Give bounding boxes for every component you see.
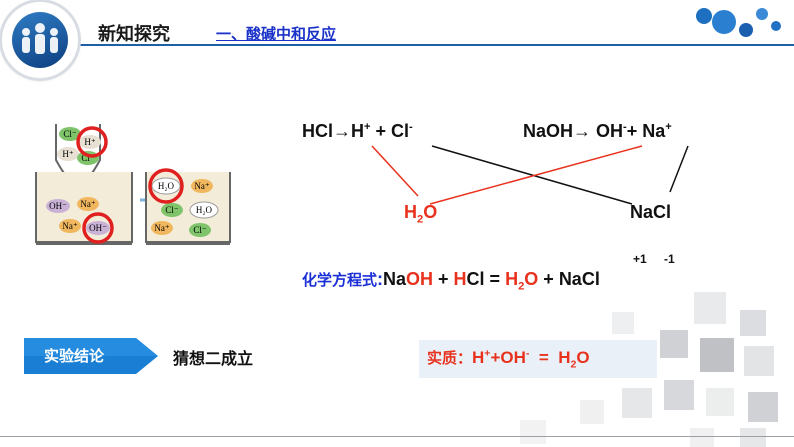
salt-product: NaCl xyxy=(630,202,672,222)
logo-badge xyxy=(2,2,78,78)
bubbles-decoration-icon xyxy=(696,8,781,37)
ion-cl: Cl⁻ xyxy=(63,129,77,139)
ion-cl: Cl⁻ xyxy=(193,225,207,235)
ion-oh: OH⁻ xyxy=(89,223,107,233)
conclusion-badge-label: 实验结论 xyxy=(44,347,105,365)
ion-cl: Cl⁻ xyxy=(165,205,179,215)
essence-statement: 实质：H++OH- = H2O xyxy=(427,347,590,371)
ion-na: Na⁺ xyxy=(62,221,77,231)
hcl-ionization: HCl→H+ + Cl- xyxy=(302,121,413,141)
molecule-water: H₂O xyxy=(158,181,175,191)
page-title: 新知探究 xyxy=(98,24,170,45)
essence-box xyxy=(419,340,657,378)
oxidation-number-na: +1 xyxy=(633,252,647,266)
header-divider xyxy=(0,44,794,46)
naoh-ionization: NaOH→ OH-+ Na+ xyxy=(523,121,672,141)
people-group-icon xyxy=(12,12,68,68)
chemical-equation: 化学方程式:NaOH + HCl = H2O + NaCl xyxy=(302,269,600,293)
molecule-water: H₂O xyxy=(196,205,213,215)
conclusion-text: 猜想二成立 xyxy=(173,349,254,368)
ion-oh: OH⁻ xyxy=(49,201,67,211)
footer-line xyxy=(0,436,794,437)
water-product: H2O xyxy=(404,202,438,226)
oxidation-number-cl: -1 xyxy=(664,252,675,266)
ion-h: H⁺ xyxy=(84,137,95,147)
section-subtitle: 一、酸碱中和反应 xyxy=(216,25,337,43)
right-arrow-icon xyxy=(24,338,158,374)
neutralization-diagram: Cl⁻ H⁺ H⁺ Cl⁻ OH⁻ Na⁺ Na⁺ OH⁻ H₂O Na⁺ Cl… xyxy=(35,124,231,245)
ion-na: Na⁺ xyxy=(154,223,169,233)
ion-h: H⁺ xyxy=(62,149,73,159)
ion-na: Na⁺ xyxy=(80,199,95,209)
ion-na: Na⁺ xyxy=(194,181,209,191)
ion-cl: Cl⁻ xyxy=(81,153,95,163)
